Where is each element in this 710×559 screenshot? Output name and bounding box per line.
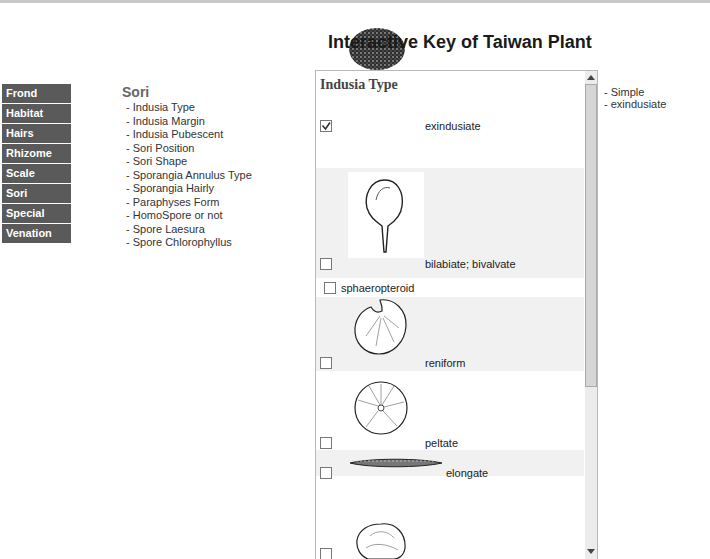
attribute-link: - Spore Chlorophyllus [126,236,232,249]
section-heading: Sori [122,84,149,100]
attribute-link: - Spore Laesura [126,223,205,236]
menu-button: Scale [2,164,71,183]
attribute-link: - Indusia Type [126,101,195,114]
menu-button: Special [2,204,71,223]
attribute-link: - Sori Shape [126,155,187,168]
option-label: exindusiate [425,120,481,133]
menu-button-label: Habitat [2,104,71,123]
option-label: elongate [446,467,488,480]
menu-button: Habitat [2,104,71,123]
panel-heading: Indusia Type [320,77,398,93]
menu-button: Frond [2,84,71,103]
option-label: peltate [425,437,458,450]
attribute-link: - Sporangia Annulus Type [126,169,252,182]
menu-button-label: Frond [2,84,71,103]
menu-button-label: Hairs [2,124,71,143]
option-label: sphaeropteroid [341,282,414,295]
menu-button: Rhizome [2,144,71,163]
attribute-link: - Indusia Pubescent [126,128,223,141]
menu-button: Hairs [2,124,71,143]
menu-button-label: Sori [2,184,71,203]
menu-button: Sori [2,184,71,203]
selection-item: - exindusiate [604,98,666,111]
menu-button-label: Scale [2,164,71,183]
page-title: Interactive Key of Taiwan Plant [328,32,592,53]
selection-item: - Simple [604,86,644,99]
attribute-link: - Sporangia Hairly [126,182,214,195]
option-label: bilabiate; bivalvate [425,258,516,271]
option-label: reniform [425,357,465,370]
top-rule [0,0,710,3]
attribute-link: - HomoSpore or not [126,209,223,222]
menu-button-label: Special [2,204,71,223]
attribute-link: - Sori Position [126,142,194,155]
menu-button-label: Venation [2,224,71,243]
menu-button: Venation [2,224,71,243]
attribute-link: - Indusia Margin [126,115,205,128]
attribute-link: - Paraphyses Form [126,196,220,209]
menu-button-label: Rhizome [2,144,71,163]
